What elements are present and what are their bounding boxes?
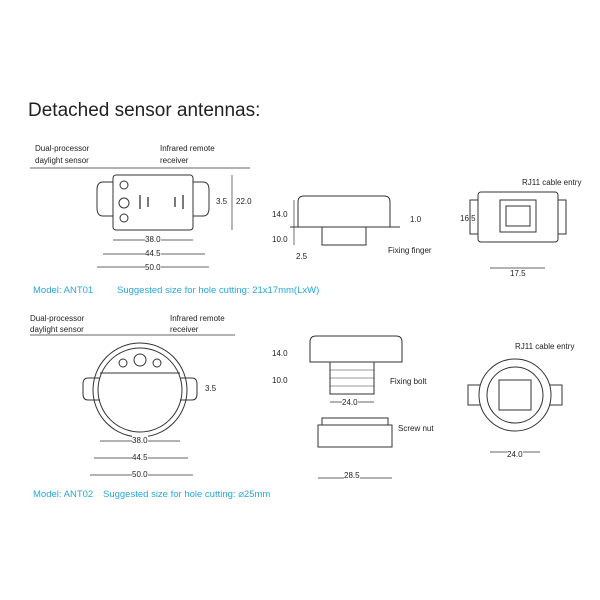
ant02-dim-24-side: 24.0 <box>342 397 358 408</box>
ant01-model: Model: ANT01 <box>33 285 94 296</box>
ant02-ir-label-1: Infrared remote <box>170 314 225 323</box>
screw-nut-label: Screw nut <box>398 424 434 433</box>
ant02-dim-44-5: 44.5 <box>132 452 148 463</box>
dim-16-5: 16.5 <box>460 214 476 223</box>
dim-2-5: 2.5 <box>296 252 308 261</box>
dim-22: 22.0 <box>236 197 252 206</box>
ant01-top-view <box>30 167 250 268</box>
dim-17-5: 17.5 <box>510 269 526 278</box>
ant01-rj11-label: RJ11 cable entry <box>522 178 582 187</box>
ant02-dim-28-5: 28.5 <box>344 470 360 481</box>
dim-10: 10.0 <box>272 235 288 244</box>
ant01-ir-label-1: Infrared remote <box>160 144 215 153</box>
ant01-sensor-label-2: daylight sensor <box>35 156 89 165</box>
ant02-sensor-label-1: Dual-processor <box>30 314 85 323</box>
ant02-dim-38: 38.0 <box>132 435 148 446</box>
fixing-bolt-label: Fixing bolt <box>390 377 427 386</box>
dim-44-5: 44.5 <box>145 248 161 259</box>
ant02-dim-3-5: 3.5 <box>205 384 217 393</box>
dim-3-5: 3.5 <box>216 197 228 206</box>
ant01-sensor-label-1: Dual-processor <box>35 144 90 153</box>
ant02-hole-size: Suggested size for hole cutting: ⌀25mm <box>103 489 271 500</box>
dim-50: 50.0 <box>145 262 161 273</box>
ant02-model: Model: ANT02 <box>33 489 94 500</box>
ant01-hole-size: Suggested size for hole cutting: 21x17mm… <box>117 285 320 296</box>
dim-1: 1.0 <box>410 215 422 224</box>
page-title: Detached sensor antennas: <box>28 100 261 121</box>
ant01-front-view <box>469 191 567 269</box>
ant02-ir-label-2: receiver <box>170 325 199 334</box>
ant02-side-view <box>309 335 403 479</box>
ant02-front-view <box>467 358 563 453</box>
ant01-side-view <box>290 195 400 246</box>
ant02-dim-10: 10.0 <box>272 376 288 385</box>
dim-38: 38.0 <box>145 234 161 245</box>
ant02-dim-50: 50.0 <box>132 469 148 480</box>
ant02-rj11-label: RJ11 cable entry <box>515 342 575 351</box>
ant02-sensor-label-2: daylight sensor <box>30 325 84 334</box>
ant02-dim-24-front: 24.0 <box>507 449 523 460</box>
ant01-ir-label-2: receiver <box>160 156 189 165</box>
dim-14: 14.0 <box>272 210 288 219</box>
fixing-finger-label: Fixing finger <box>388 246 432 255</box>
ant02-dim-14: 14.0 <box>272 349 288 358</box>
